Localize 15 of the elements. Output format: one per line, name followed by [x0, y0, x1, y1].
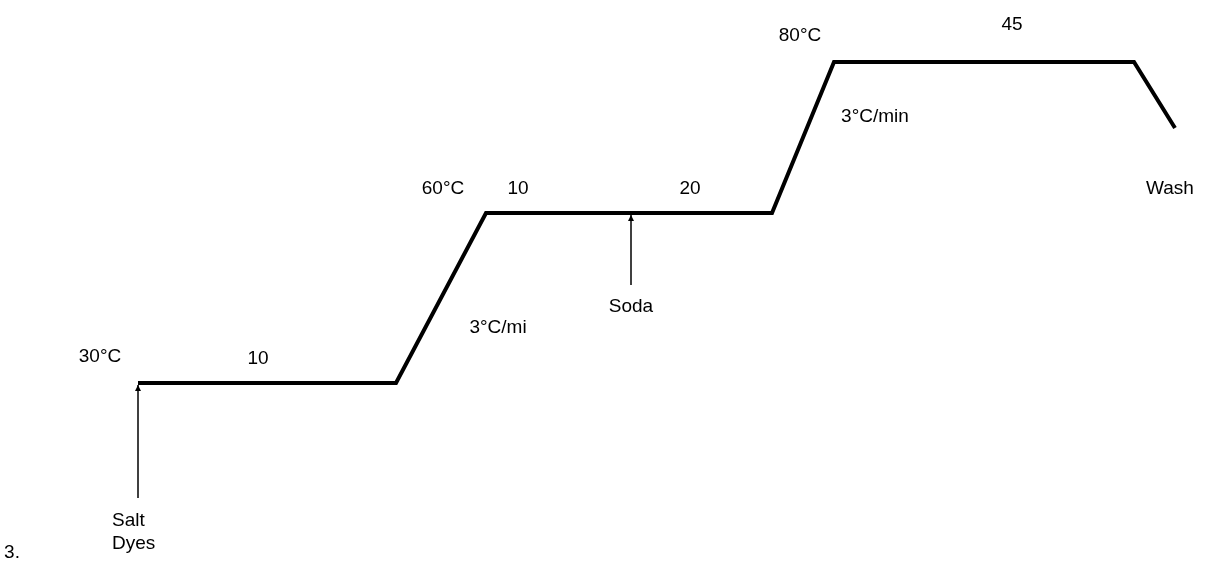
duration-label: 20	[679, 176, 701, 200]
addition-label: Soda	[608, 294, 654, 317]
addition-label: Salt Dyes	[112, 508, 156, 554]
temperature-label: 60°C	[421, 176, 465, 200]
rate-label: 3°C/min	[841, 104, 909, 128]
duration-label: 45	[1001, 12, 1023, 36]
arrow	[628, 214, 634, 286]
duration-label: 10	[247, 346, 269, 370]
figure-number: 3.	[4, 540, 20, 564]
temperature-label: 30°C	[78, 344, 122, 368]
temperature-label: 80°C	[778, 23, 822, 47]
duration-label: 10	[507, 176, 529, 200]
rate-label: 3°C/mi	[469, 315, 527, 339]
step-label: Wash	[1146, 176, 1194, 200]
arrow	[135, 384, 141, 499]
